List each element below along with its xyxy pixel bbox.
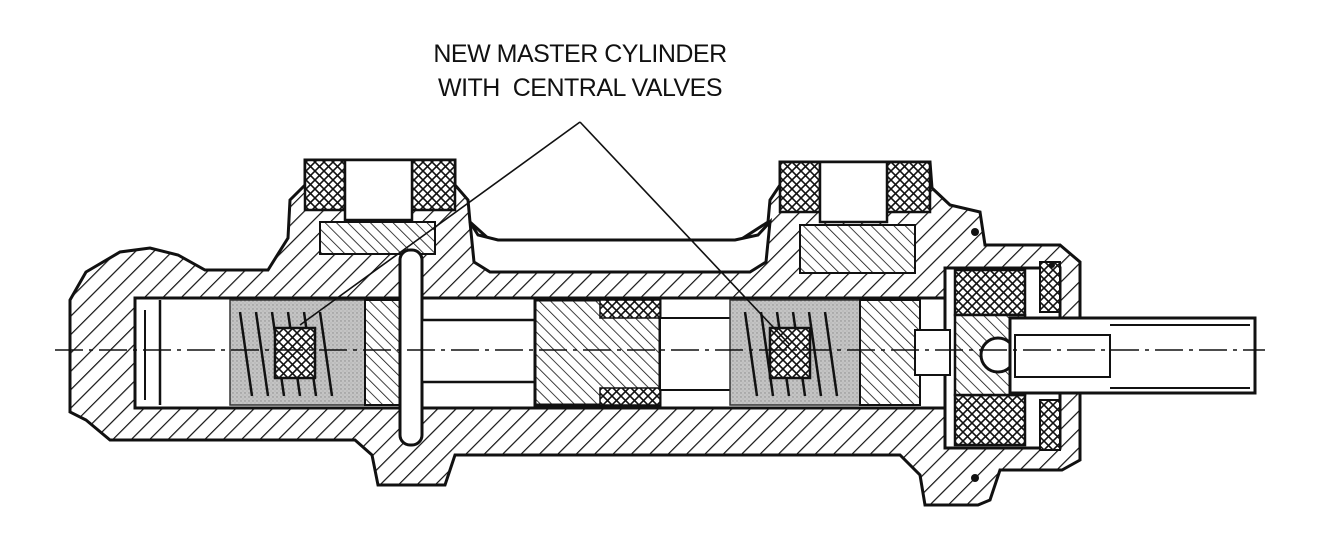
left-piston-shoulder (364, 299, 401, 406)
middle-chamber (659, 317, 741, 391)
pushrod (1014, 334, 1111, 378)
right-port-bore (818, 160, 889, 224)
left-port-ring (319, 221, 436, 255)
rear-boot-top (1039, 261, 1061, 313)
right-port-ring (799, 224, 916, 274)
reservoir-valley (468, 217, 772, 274)
callout-label-line-2: WITH CENTRAL VALVES (437, 74, 723, 102)
callout-label-line-1: NEW MASTER CYLINDER (433, 40, 727, 68)
pushrod-end (914, 329, 951, 376)
right-valve-spring (743, 311, 839, 397)
primary-piston (859, 299, 921, 406)
left-port-seal-left (303, 158, 347, 212)
callout-leader-left (299, 121, 581, 326)
left-port-seal-right (410, 158, 457, 212)
left-valve-spring (238, 311, 334, 397)
stop-pin (398, 248, 424, 447)
rear-boot-bottom (1039, 399, 1061, 451)
right-port-seal-left (778, 160, 822, 214)
callout-leader-right (579, 121, 791, 346)
right-port-seal-right (885, 160, 932, 214)
rear-seal-pack-bottom (953, 393, 1027, 447)
left-port-bore (343, 158, 414, 222)
piston-rod (420, 318, 544, 384)
rear-seal-pack-top (953, 268, 1027, 317)
